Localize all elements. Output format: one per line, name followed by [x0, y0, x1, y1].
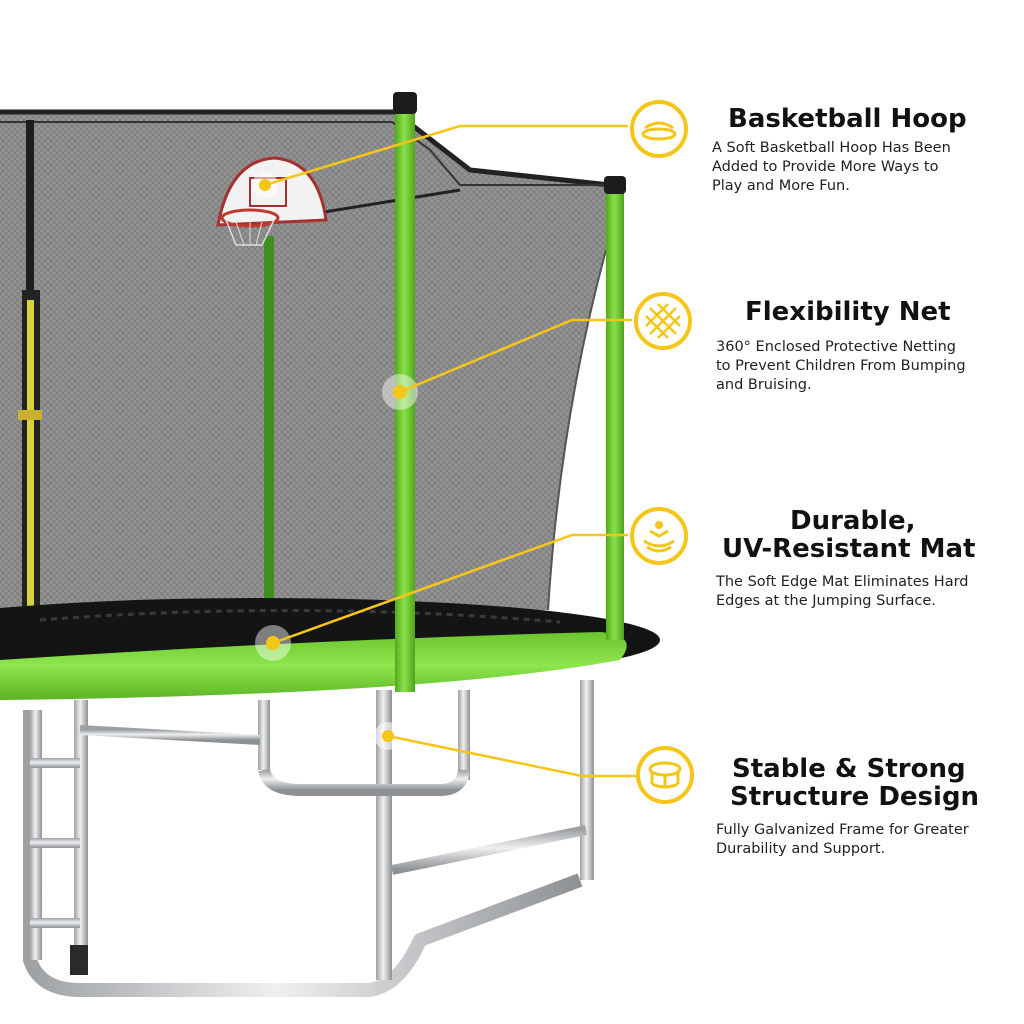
structure-title-line-1: Stable & Strong	[732, 754, 966, 784]
front-poles	[393, 92, 626, 692]
mat-title-line-1: Durable,	[790, 506, 916, 536]
basketball-hoop-icon	[630, 100, 688, 158]
net-mesh-icon	[634, 292, 692, 350]
flexibility-net-title: Flexibility Net	[745, 297, 951, 327]
mat-bounce-icon	[630, 507, 688, 565]
basketball-hoop-description: A Soft Basketball Hoop Has Been Added to…	[712, 140, 951, 194]
safety-pad	[0, 632, 627, 700]
callout-lines	[264, 124, 636, 778]
ladder	[30, 710, 80, 960]
structure-title-line-2: Structure Design	[730, 782, 980, 812]
steel-frame	[23, 680, 594, 997]
safety-net	[0, 109, 611, 612]
mat-description: The Soft Edge Mat Eliminates Hard Edges …	[716, 574, 969, 609]
back-pole	[264, 236, 274, 616]
mat-title-line-2: UV-Resistant Mat	[722, 534, 976, 564]
basketball-hoop-title: Basketball Hoop	[728, 104, 967, 134]
structure-description: Fully Galvanized Frame for Greater Durab…	[716, 822, 969, 857]
flexibility-net-description: 360° Enclosed Protective Netting to Prev…	[716, 339, 966, 393]
frame-structure-icon	[636, 746, 694, 804]
